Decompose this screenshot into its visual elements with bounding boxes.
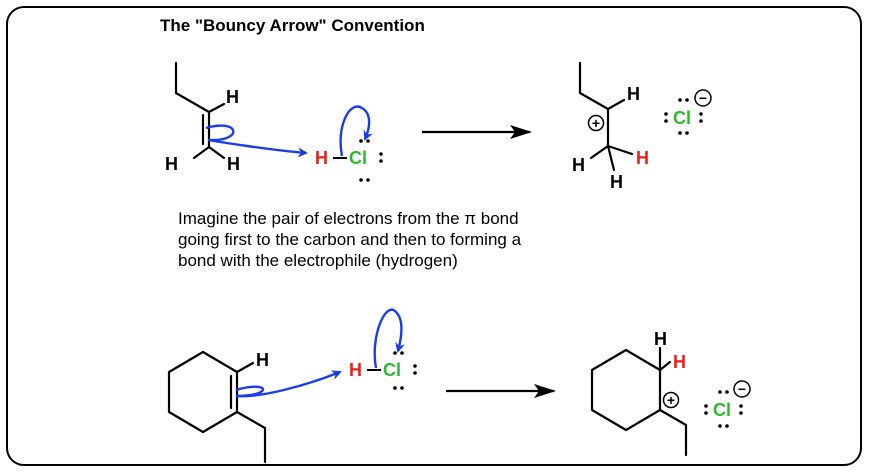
chloride-charge-circle-top <box>694 89 712 107</box>
butyl-cation-skeleton <box>578 61 634 172</box>
bouncy-curved-arrow-top <box>205 124 308 158</box>
chloride-minus-top: − <box>699 90 707 106</box>
cation-h-left: H <box>572 155 585 175</box>
ring-cation-h-top: H <box>654 329 667 349</box>
h-cl-bond-curved-arrow-bottom <box>373 308 405 369</box>
butene-h-upper: H <box>226 87 239 107</box>
carbocation-charge-circle-bottom <box>662 391 680 409</box>
ring-vinyl-h: H <box>256 350 269 370</box>
hcl-hydrogen-bottom: H <box>349 360 362 380</box>
chloride-charge-circle-bottom <box>733 380 751 398</box>
caption-line-3: bond with the electrophile (hydrogen) <box>178 251 458 270</box>
chloride-lone-pairs-top <box>664 98 703 135</box>
cation-h-upper: H <box>627 84 640 104</box>
carbocation-plus-bottom: + <box>667 392 675 408</box>
chloride-bottom: Cl <box>713 400 731 420</box>
carbocation-charge-circle-top <box>587 114 605 132</box>
bouncy-curved-arrow-bottom <box>235 370 342 398</box>
ethylcyclohexene-skeleton <box>167 350 267 464</box>
diagram-title: The "Bouncy Arrow" Convention <box>160 16 425 35</box>
caption-line-2: going first to the carbon and then to fo… <box>178 230 522 249</box>
hcl-hydrogen-top: H <box>315 148 328 168</box>
chloride-lone-pairs-bottom <box>704 390 743 428</box>
butene-h-lower-right: H <box>227 154 240 174</box>
butene-h-lower-left: H <box>165 154 178 174</box>
chloride-minus-bottom: − <box>738 381 746 397</box>
chloride-top: Cl <box>673 108 691 128</box>
hcl-chlorine-top: Cl <box>349 148 367 168</box>
caption: Imagine the pair of electrons from the π… <box>178 208 698 271</box>
cation-h-bottom: H <box>610 172 623 192</box>
caption-line-1: Imagine the pair of electrons from the π… <box>178 209 519 228</box>
cyclohexyl-cation-skeleton <box>590 346 688 457</box>
h-cl-bond-curved-arrow-top <box>339 105 373 157</box>
cation-h-new: H <box>636 148 649 168</box>
hcl-chlorine-bottom: Cl <box>383 360 401 380</box>
carbocation-plus-top: + <box>592 115 600 131</box>
ring-cation-h-new: H <box>673 352 686 372</box>
diagram-frame <box>6 6 862 466</box>
butene-skeleton <box>174 61 226 160</box>
